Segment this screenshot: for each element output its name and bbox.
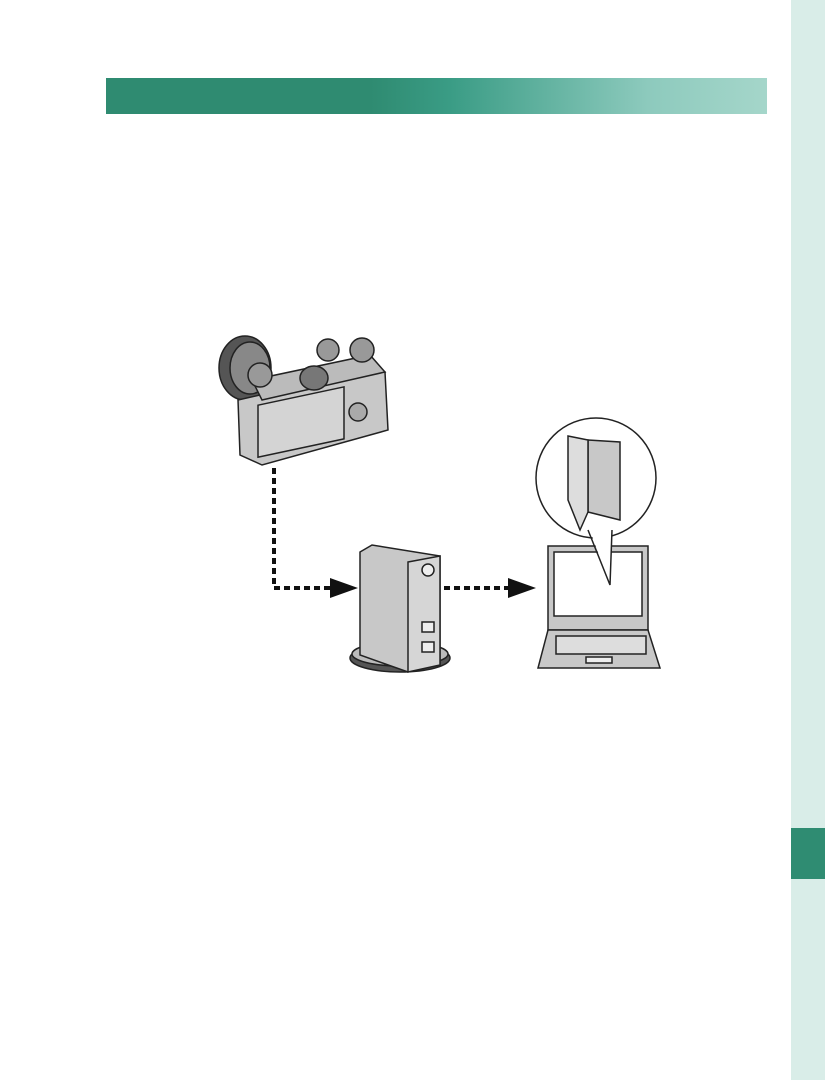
folder-icon — [567, 435, 621, 532]
arrow-icon — [330, 578, 358, 598]
arrow-icon — [508, 578, 536, 598]
camera-icon — [218, 335, 389, 466]
laptop-icon — [537, 545, 662, 669]
router-icon — [349, 544, 451, 673]
connection-line — [272, 468, 330, 590]
chapter-tab-marker[interactable] — [791, 828, 825, 879]
section-heading-bar — [106, 78, 767, 114]
network-transfer-diagram — [218, 335, 662, 673]
chapter-side-strip — [791, 0, 825, 1080]
folder-callout — [535, 417, 657, 586]
